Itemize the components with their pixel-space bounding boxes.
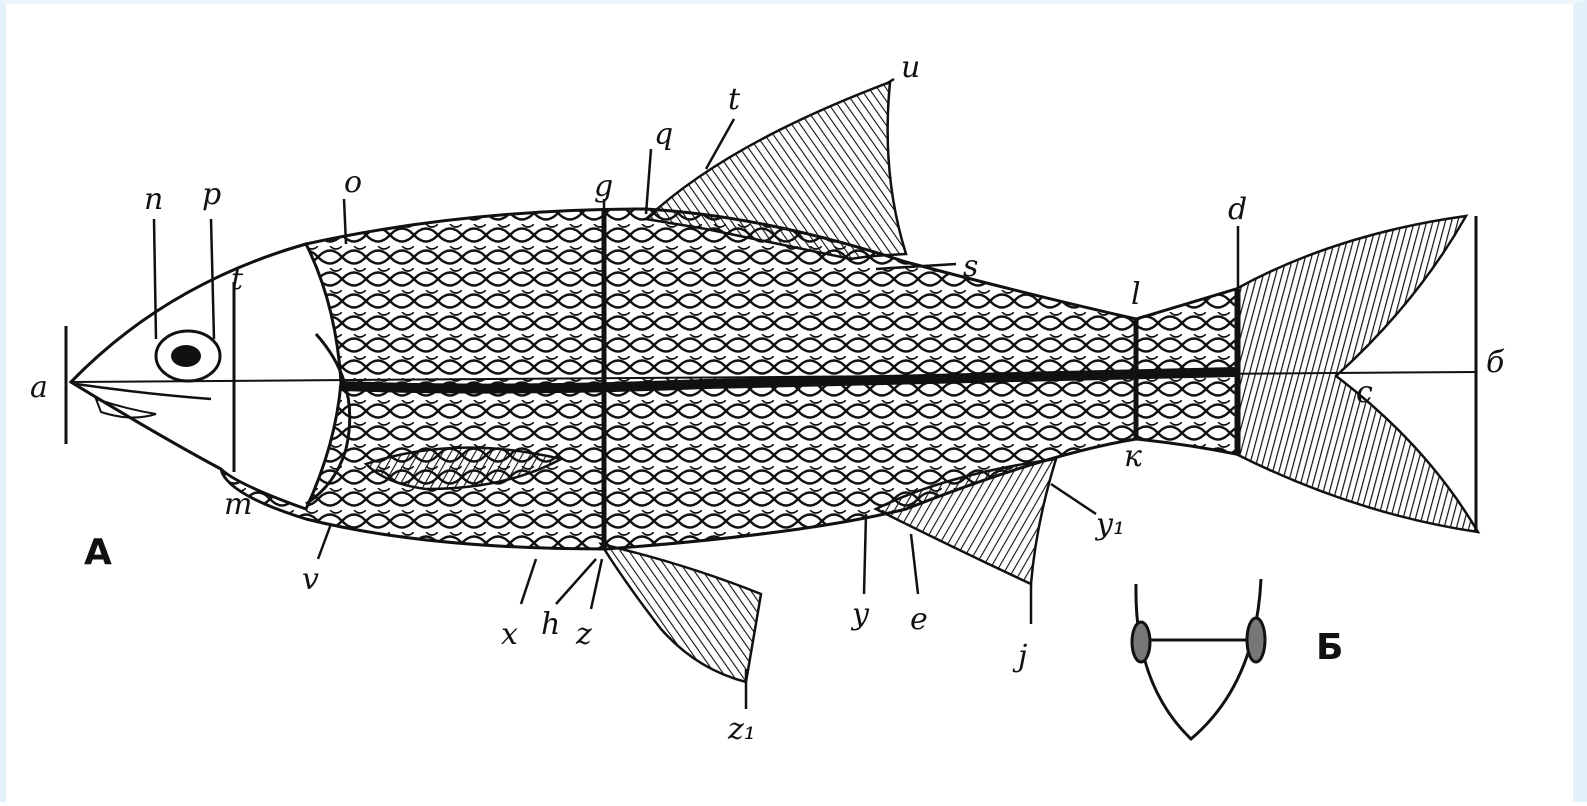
label-s: s <box>963 249 978 284</box>
label-d: d <box>1228 192 1247 227</box>
ventral-fin <box>601 544 761 682</box>
label-x: x <box>501 617 518 652</box>
label-y1: y₁ <box>1094 507 1125 542</box>
label-g: g <box>594 169 613 204</box>
label-p: p <box>202 177 221 212</box>
panel-label-a: А <box>84 532 112 573</box>
panel-label-b: Б <box>1316 627 1343 668</box>
eye-pupil <box>171 345 201 367</box>
label-k: к <box>1124 439 1142 474</box>
label-c: c <box>1356 375 1373 410</box>
label-o: o <box>344 165 362 200</box>
label-q: q <box>654 117 673 152</box>
label-z1: z₁ <box>727 712 756 747</box>
label-m: m <box>224 487 252 522</box>
label-l: l <box>1131 277 1141 312</box>
label-e: e <box>910 602 928 637</box>
label-b: б <box>1486 345 1505 380</box>
label-n: n <box>144 182 163 217</box>
label-j: j <box>1012 639 1027 674</box>
label-z: z <box>575 617 592 652</box>
label-y: y <box>850 597 870 632</box>
label-h: h <box>541 607 560 642</box>
fish-diagram: а n p t o g q t u s d l б c к y₁ m v x h… <box>6 4 1587 806</box>
head-top-view <box>1132 579 1265 739</box>
label-a: а <box>30 370 48 405</box>
label-t-fin: t <box>728 82 741 117</box>
label-u: u <box>901 50 920 85</box>
label-v: v <box>302 562 319 597</box>
label-t-head: t <box>231 262 244 297</box>
